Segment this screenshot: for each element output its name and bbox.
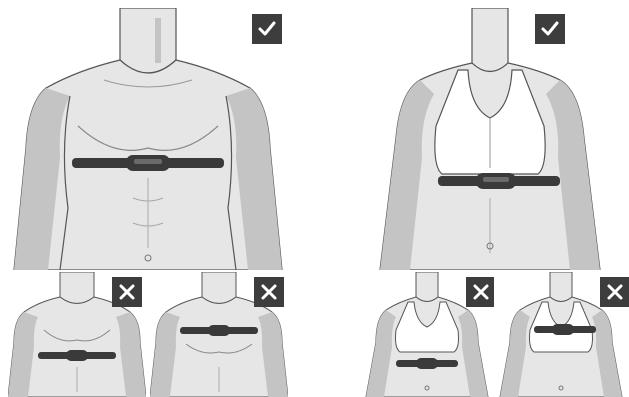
male-torso-illustration — [8, 8, 288, 270]
correct-badge — [535, 14, 565, 44]
female-torso-illustration — [360, 8, 620, 270]
cross-icon — [472, 283, 490, 301]
panel-female-correct — [360, 8, 620, 270]
panel-female-too-low — [358, 272, 496, 397]
panel-male-correct — [8, 8, 288, 270]
panel-male-too-low — [8, 272, 146, 397]
correct-badge — [252, 14, 282, 44]
cross-icon — [118, 283, 136, 301]
checkmark-icon — [540, 19, 560, 39]
checkmark-icon — [257, 19, 277, 39]
incorrect-badge — [254, 277, 284, 307]
panel-male-too-high — [150, 272, 288, 397]
cross-icon — [606, 283, 624, 301]
incorrect-badge — [600, 277, 629, 307]
incorrect-badge — [112, 277, 142, 307]
panel-female-too-high — [494, 272, 629, 397]
incorrect-badge — [466, 277, 496, 307]
cross-icon — [260, 283, 278, 301]
